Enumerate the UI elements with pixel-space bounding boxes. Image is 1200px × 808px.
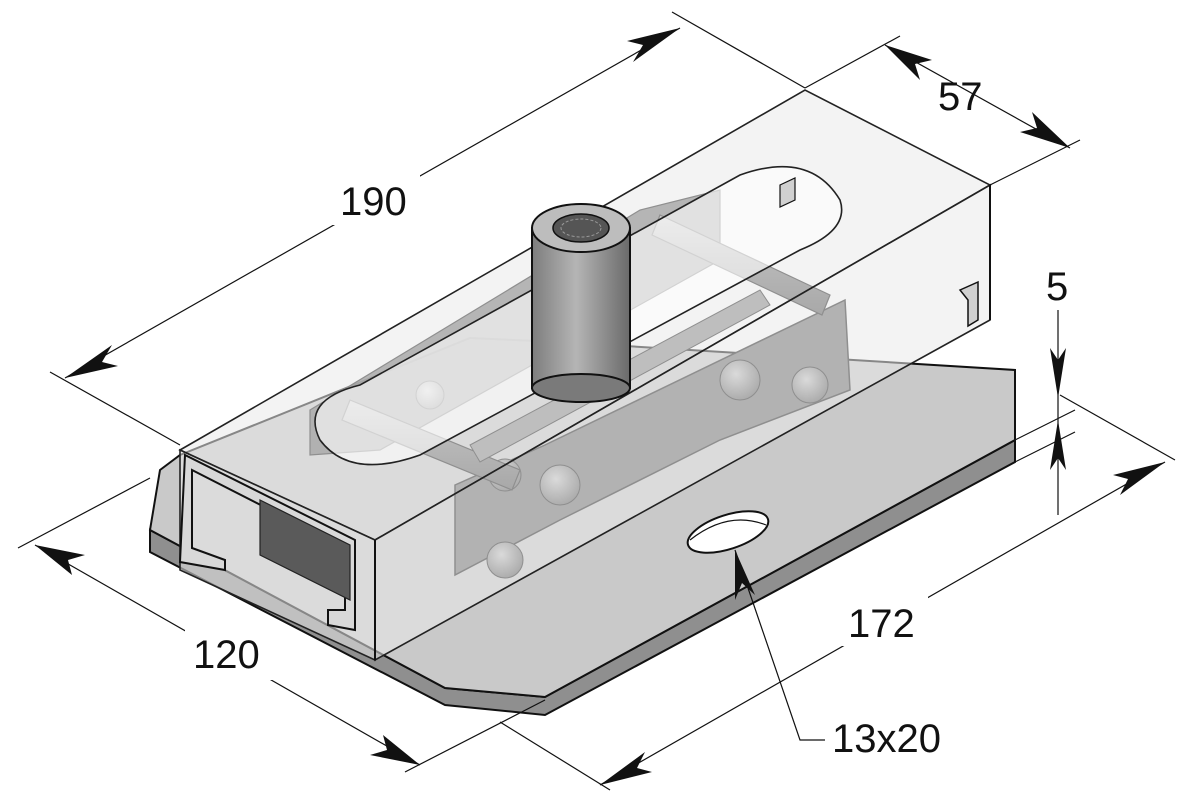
slot-hole-inner-edge: [689, 519, 767, 541]
dim-120-label: 120: [193, 633, 260, 677]
slot-leader: [734, 549, 825, 741]
arrow-5-bottom: [1050, 420, 1066, 470]
arrow-172-right: [1113, 462, 1165, 495]
dim-5-label: 5: [1046, 265, 1068, 309]
arrow-57-top: [885, 45, 932, 80]
arrow-120-left: [35, 545, 85, 575]
slot-hole: [686, 510, 770, 554]
threaded-sleeve: [531, 203, 631, 403]
arrow-190-right: [627, 28, 680, 62]
arrow-57-bottom: [1020, 112, 1070, 148]
thread-bore: [552, 213, 610, 243]
arrow-120-right: [370, 735, 420, 765]
dimension-labels: 190 57 5 120 172 13x20: [185, 75, 1068, 761]
dim-57-label: 57: [938, 75, 983, 119]
dim-190-label: 190: [340, 180, 407, 224]
channel-end-lip: [779, 177, 796, 208]
channel-end-lip: [958, 280, 979, 328]
arrow-172-left: [600, 752, 652, 785]
dimension-lines: [17, 11, 1176, 791]
arrow-slot-leader: [735, 550, 755, 600]
dim-172-label: 172: [848, 602, 915, 646]
arrow-190-left: [65, 345, 118, 378]
arrow-5-top: [1050, 348, 1066, 398]
dim-slot-label: 13x20: [832, 717, 941, 761]
channel-inner-shadow: [259, 499, 351, 601]
